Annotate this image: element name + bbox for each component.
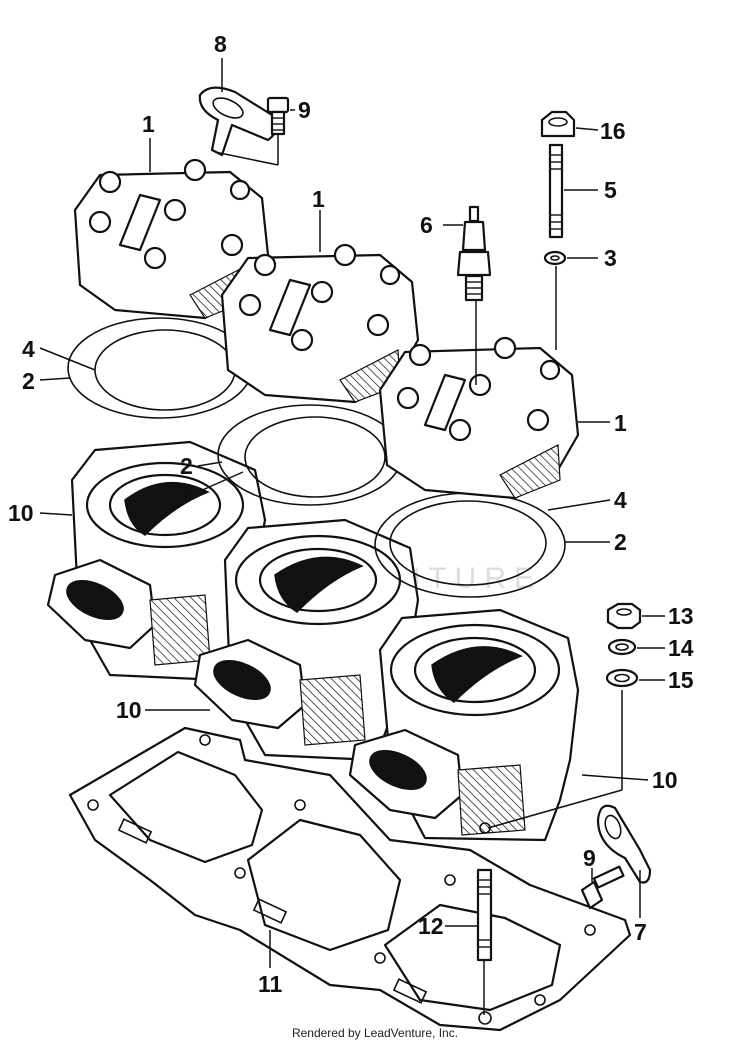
cylinder-head-middle xyxy=(220,243,420,404)
callout-6: 6 xyxy=(420,212,433,238)
leader-lines xyxy=(39,58,665,1015)
callout-15: 15 xyxy=(668,667,694,693)
head-gasket-middle xyxy=(217,404,403,506)
callout-3: 3 xyxy=(604,245,617,271)
callout-4-middle: 4 xyxy=(180,479,193,505)
callout-10-right: 10 xyxy=(652,767,678,793)
callout-9-top: 9 xyxy=(298,97,311,123)
hex-nut-13 xyxy=(606,602,642,630)
callout-1-left: 1 xyxy=(142,111,155,137)
callout-16: 16 xyxy=(600,118,626,144)
cylinder-head-left xyxy=(73,158,270,320)
callout-14: 14 xyxy=(668,635,694,661)
callout-1-right: 1 xyxy=(614,410,627,436)
callout-4-right: 4 xyxy=(614,487,627,513)
callout-2-middle: 2 xyxy=(180,453,193,479)
callout-13: 13 xyxy=(668,603,694,629)
callout-10-left: 10 xyxy=(8,500,34,526)
callout-4-left: 4 xyxy=(22,336,35,362)
callout-9-bottom: 9 xyxy=(583,845,596,871)
washer-top xyxy=(543,250,567,266)
cylinder-middle xyxy=(193,518,420,762)
callout-1-middle: 1 xyxy=(312,186,325,212)
lifting-eye-bracket-top xyxy=(198,86,278,157)
footer-credit: Rendered by LeadVenture, Inc. xyxy=(291,1026,459,1040)
lifting-eye-bracket-bottom xyxy=(596,804,652,884)
callout-5: 5 xyxy=(604,177,617,203)
cylinder-right xyxy=(348,608,580,842)
flat-washer-15 xyxy=(605,668,639,688)
spark-plug xyxy=(456,205,492,302)
lock-washer-14 xyxy=(607,638,637,656)
callout-2-left: 2 xyxy=(22,368,35,394)
stud-short xyxy=(476,868,493,962)
callout-12: 12 xyxy=(418,913,444,939)
bolt-top xyxy=(266,96,290,136)
callout-7: 7 xyxy=(634,919,647,945)
callout-10-middle: 10 xyxy=(116,697,142,723)
callout-8: 8 xyxy=(214,31,227,57)
bolt-bottom xyxy=(580,865,625,910)
stud-long xyxy=(548,143,564,239)
cylinder-left xyxy=(46,440,267,682)
cap-nut-top xyxy=(540,110,576,138)
cylinder-head-right xyxy=(378,336,580,500)
callout-11: 11 xyxy=(258,971,283,997)
callout-labels: 8 9 1 16 5 1 6 3 4 2 1 2 4 4 10 2 13 14 … xyxy=(8,31,694,997)
callout-2-right: 2 xyxy=(614,529,627,555)
